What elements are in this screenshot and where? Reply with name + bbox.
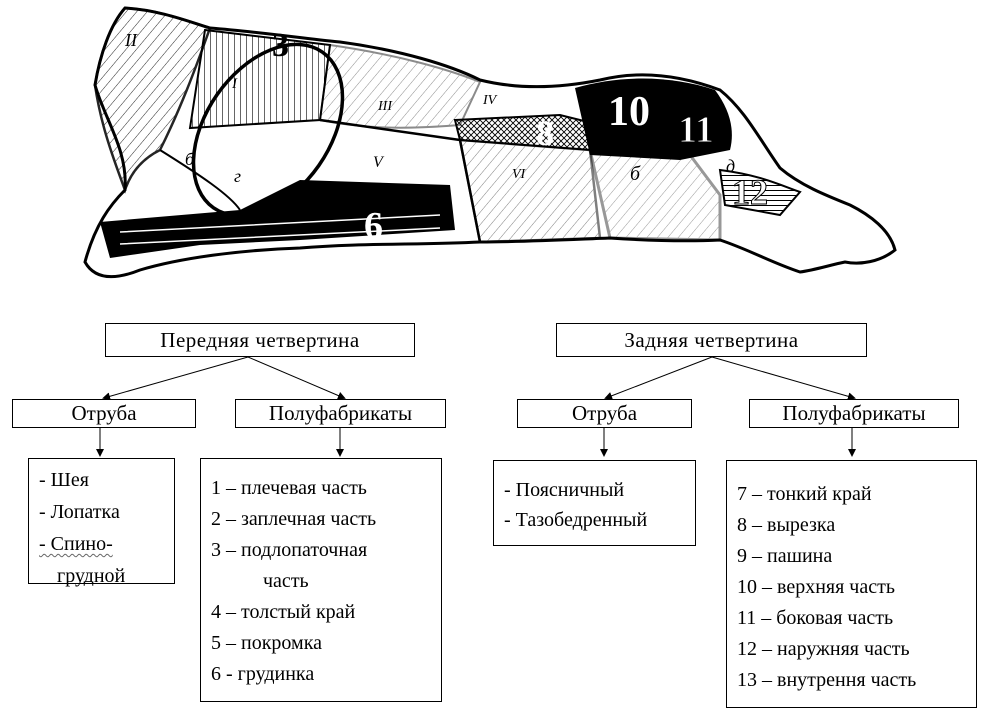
- back-cuts-title-box: Отруба: [517, 399, 692, 428]
- label-number-11: 11: [678, 109, 714, 151]
- label-roman-3: III: [377, 99, 393, 114]
- brisket-band: [100, 180, 455, 258]
- back-quarter-box: Задняя четвертина: [556, 323, 867, 357]
- front-semi-3b: часть: [263, 570, 309, 592]
- beef-carcass-illustration: II I III IV VI V б г б д 3 6 8 10 11 12: [83, 6, 897, 279]
- label-roman-5: VI: [512, 167, 527, 182]
- label-small-1: б: [185, 149, 195, 169]
- front-cut-shoulder: - Лопатка: [39, 501, 120, 523]
- back-cut-hip: - Тазобедренный: [504, 509, 648, 531]
- label-number-12: 12: [732, 172, 768, 212]
- back-semi-9: 9 – пашина: [737, 545, 833, 567]
- front-cut-back-1: - Спино-: [39, 533, 113, 555]
- back-semi-12: 12 – наружняя часть: [737, 638, 910, 660]
- brisket-lines: [119, 214, 441, 245]
- label-roman-2: I: [231, 76, 238, 92]
- back-semi-11: 11 – боковая часть: [737, 607, 894, 629]
- label-number-6: 6: [364, 205, 383, 247]
- back-semi-8: 8 – вырезка: [737, 514, 836, 536]
- back-cuts-list: - Поясничный - Тазобедренный: [493, 460, 696, 546]
- front-cuts-list: - Шея - Лопатка - Спино- грудной: [28, 458, 175, 587]
- label-small-3: б: [630, 163, 641, 185]
- back-semi-title-box: Полуфабрикаты: [749, 399, 959, 428]
- front-quarter-box: Передняя четвертина: [105, 323, 415, 357]
- label-roman-6: V: [373, 154, 385, 171]
- label-number-10: 10: [608, 89, 650, 135]
- neck-region: [93, 6, 212, 194]
- front-semi-1: 1 – плечевая часть: [211, 477, 367, 499]
- front-semi-list: 1 – плечевая часть 2 – заплечная часть 3…: [200, 458, 442, 702]
- back-semi-13: 13 – внутрення часть: [737, 669, 917, 691]
- front-semi-2: 2 – заплечная часть: [211, 508, 377, 530]
- front-semi-4: 4 – толстый край: [211, 601, 356, 623]
- loin-dark-region: [575, 78, 732, 160]
- back-cut-lumbar: - Поясничный: [504, 479, 625, 501]
- back-semi-7: 7 – тонкий край: [737, 483, 872, 505]
- shank-region: [718, 168, 802, 217]
- hind-leg-region: [588, 148, 722, 242]
- front-cut-neck: - Шея: [39, 469, 89, 491]
- front-cuts-title-box: Отруба: [12, 399, 196, 428]
- front-semi-title-box: Полуфабрикаты: [235, 399, 446, 428]
- front-semi-5: 5 – покромка: [211, 632, 322, 654]
- label-number-3: 3: [272, 27, 289, 64]
- back-semi-10: 10 – верхняя часть: [737, 576, 895, 598]
- label-number-8: 8: [536, 113, 554, 153]
- front-semi-6: 6 - грудинка: [211, 663, 315, 685]
- front-cut-back-2: грудной: [57, 565, 126, 587]
- shoulder-blade-oval: [191, 42, 345, 218]
- label-roman-4: IV: [482, 93, 498, 108]
- label-small-4: д: [726, 156, 735, 176]
- front-semi-3: 3 – подлопаточная: [211, 539, 368, 561]
- label-small-2: г: [234, 166, 241, 186]
- label-roman-1: II: [124, 30, 138, 50]
- back-semi-list: 7 – тонкий край 8 – вырезка 9 – пашина 1…: [726, 460, 977, 708]
